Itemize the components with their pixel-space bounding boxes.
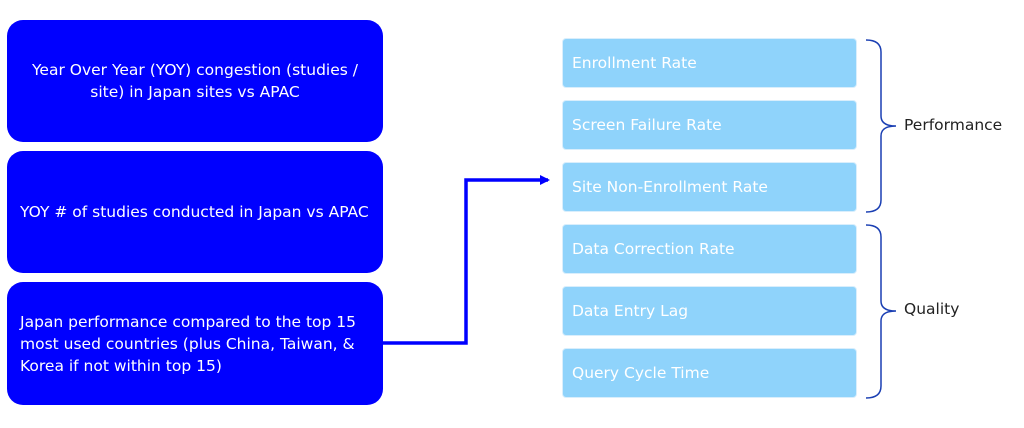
performance-bracket [865,39,897,213]
japan-performance-box: Japan performance compared to the top 15… [7,282,383,405]
metric-label: Query Cycle Time [572,364,710,382]
quality-label: Quality [904,300,960,318]
metric-screen-failure-rate: Screen Failure Rate [562,100,857,150]
yoy-studies-box: YOY # of studies conducted in Japan vs A… [7,151,383,273]
yoy-congestion-box: Year Over Year (YOY) congestion (studies… [7,20,383,142]
quality-bracket [865,224,897,399]
metric-query-cycle-time: Query Cycle Time [562,348,857,398]
yoy-congestion-text: Year Over Year (YOY) congestion (studies… [32,61,358,101]
metric-data-entry-lag: Data Entry Lag [562,286,857,336]
metric-label: Enrollment Rate [572,54,697,72]
connector-arrow [383,175,550,345]
metric-label: Data Correction Rate [572,240,735,258]
yoy-studies-text: YOY # of studies conducted in Japan vs A… [20,203,369,221]
metric-enrollment-rate: Enrollment Rate [562,38,857,88]
japan-performance-text: Japan performance compared to the top 15… [20,312,357,375]
performance-label: Performance [904,116,1003,134]
metric-data-correction-rate: Data Correction Rate [562,224,857,274]
metric-label: Data Entry Lag [572,302,689,320]
metric-label: Site Non-Enrollment Rate [572,178,768,196]
metric-site-non-enrollment-rate: Site Non-Enrollment Rate [562,162,857,212]
metric-label: Screen Failure Rate [572,116,722,134]
